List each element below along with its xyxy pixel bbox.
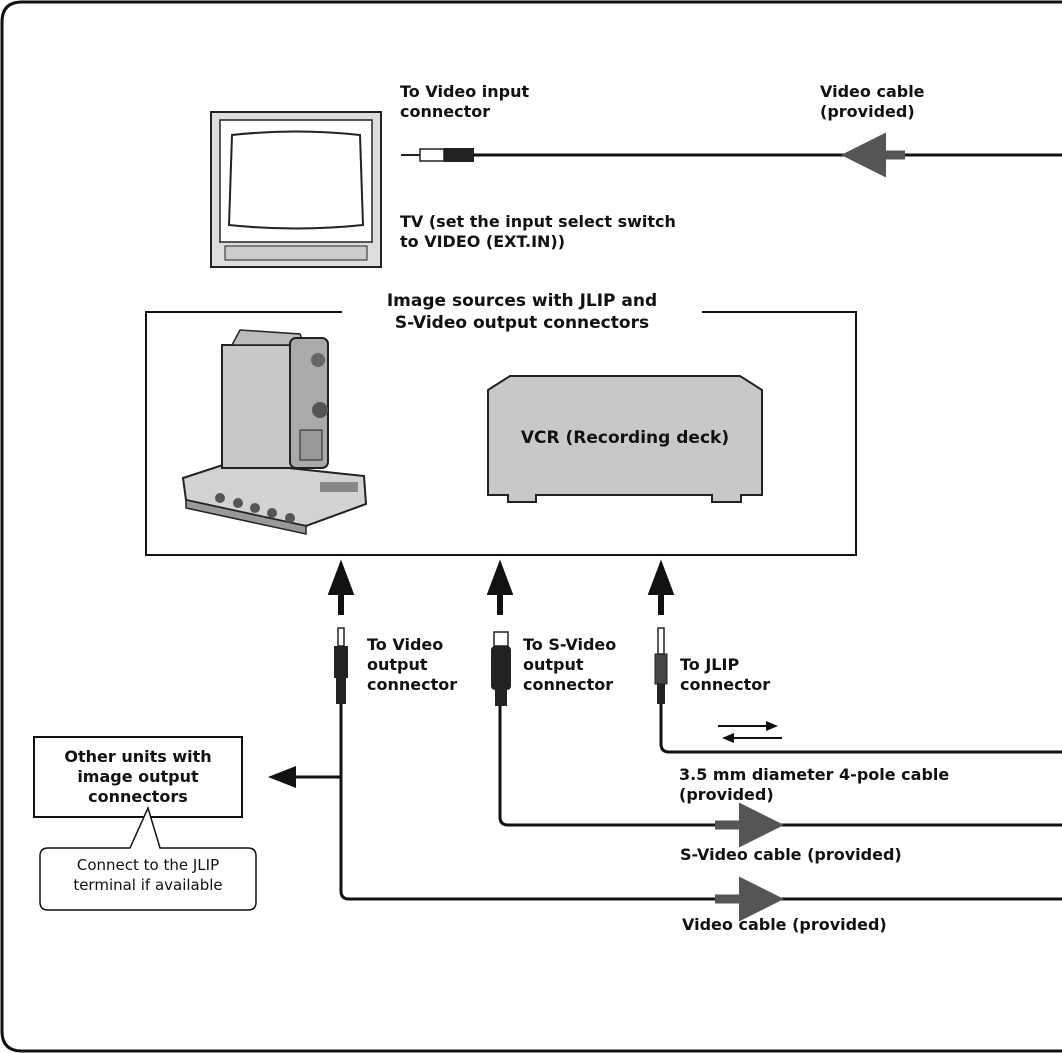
rca-plug-icon (401, 148, 474, 162)
vcr-icon (487, 375, 763, 503)
tv-label: TV (set the input select switch to VIDEO… (400, 212, 676, 251)
jlip-plug-icon (654, 627, 668, 704)
svideo-cable (498, 706, 1062, 827)
arrow-up-svideo (486, 559, 514, 615)
tv-connector-label: To Video input connector (400, 82, 530, 121)
other-units-box (33, 736, 243, 818)
arrow-up-jlip (647, 559, 675, 615)
other-units-label: Other units with image output connectors (64, 747, 212, 806)
callout-text: Connect to the JLIP terminal if availabl… (73, 856, 223, 894)
video-output-label: To Video output connector (367, 635, 458, 694)
rca-plug-icon (334, 627, 348, 704)
svideo-output-label: To S-Video output connector (523, 635, 617, 694)
svideo-cable-label: S-Video cable (provided) (680, 845, 902, 864)
jlip-cable (659, 704, 1062, 754)
video-cable-bottom-label: Video cable (provided) (682, 915, 887, 934)
arrow-up-video (327, 559, 355, 615)
vcr-label: VCR (Recording deck) (520, 428, 730, 448)
tv-icon (210, 111, 382, 268)
jlip-cable-label: 3.5 mm diameter 4-pole cable (provided) (679, 765, 950, 804)
jlip-label: To JLIP connector (680, 655, 771, 694)
svideo-plug-icon (491, 631, 511, 706)
camcorder-icon (181, 329, 368, 535)
image-sources-box-title: Image sources with JLIP and S-Video outp… (342, 290, 702, 334)
video-cable-bottom (339, 704, 1062, 901)
bidirectional-arrows-icon (718, 721, 782, 743)
video-cable-top-label: Video cable (provided) (820, 82, 925, 121)
callout-bubble (39, 805, 257, 911)
